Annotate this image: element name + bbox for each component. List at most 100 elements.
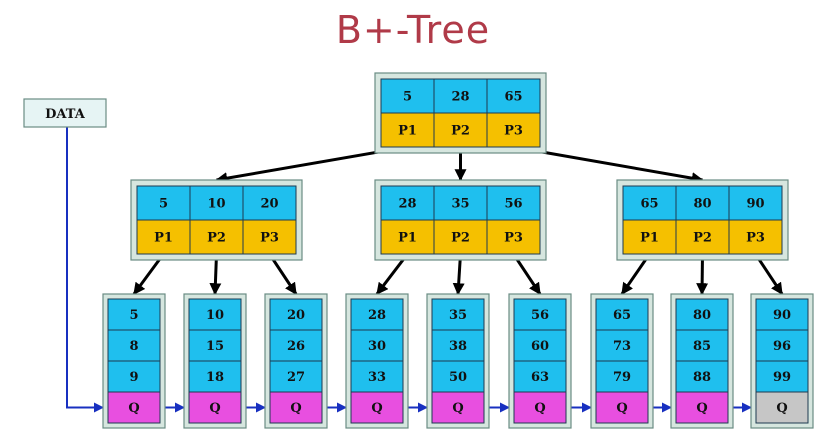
- page-title: B+-Tree: [335, 8, 491, 52]
- root-node-pointer-0-label: P1: [398, 124, 417, 139]
- internal-node-2-pointer-1-label: P2: [451, 231, 470, 246]
- leaf-node-3-key-2-label: 27: [287, 370, 305, 385]
- internal-node-3-key-1: 80: [675, 185, 730, 221]
- internal-node-2-key-0-label: 28: [398, 197, 416, 212]
- leaf-node-7-key-1-label: 73: [613, 339, 631, 354]
- internal-node-3-pointer-2-label: P3: [746, 231, 765, 246]
- internal-node-3-pointer-1-label: P2: [693, 231, 712, 246]
- leaf-node-6-key-2: 63: [513, 360, 567, 393]
- leaf-node-6-key-2-label: 63: [531, 370, 549, 385]
- root-node-pointer-2: P3: [486, 112, 541, 148]
- leaf-node-9-pointer: Q: [755, 391, 809, 424]
- leaf-node-5-key-1: 38: [431, 329, 485, 362]
- internal-node-1-pointer-0-label: P1: [154, 231, 173, 246]
- internal-node-1-pointer-2-label: P3: [260, 231, 279, 246]
- leaf-node-7-pointer-label: Q: [616, 401, 627, 416]
- leaf-node-2-pointer: Q: [188, 391, 242, 424]
- leaf-node-9-key-0: 90: [755, 298, 809, 331]
- leaf-node-3-key-0-label: 20: [287, 308, 305, 323]
- leaf-node-2-key-0-label: 10: [206, 308, 224, 323]
- leaf-node-6-pointer-label: Q: [534, 401, 545, 416]
- leaf-node-9-key-0-label: 90: [773, 308, 791, 323]
- internal-node-1-pointer-2: P3: [242, 219, 297, 255]
- leaf-node-2-pointer-label: Q: [209, 401, 220, 416]
- leaf-node-4-key-0-label: 28: [368, 308, 386, 323]
- edge-internal-to-leaf-2: [209, 253, 222, 296]
- internal-node-2-key-1-label: 35: [451, 197, 469, 212]
- leaf-node-8-pointer-label: Q: [696, 401, 707, 416]
- leaf-node-1-key-2-label: 9: [129, 370, 138, 385]
- edge-internal-to-leaf-6: [512, 253, 542, 296]
- root-node-pointer-0: P1: [380, 112, 435, 148]
- leaf-node-8-key-2: 88: [675, 360, 729, 393]
- edge-internal-to-leaf-3: [268, 253, 298, 296]
- root-node-key-2: 65: [486, 78, 541, 114]
- internal-node-1-key-0: 5: [136, 185, 191, 221]
- leaf-node-3-key-0: 20: [269, 298, 323, 331]
- internal-node-3-key-2-label: 90: [746, 197, 764, 212]
- internal-node-3-pointer-2: P3: [728, 219, 783, 255]
- internal-node-3-key-1-label: 80: [693, 197, 711, 212]
- leaf-node-5-pointer: Q: [431, 391, 485, 424]
- leaf-node-4: 28 30 33Q: [345, 293, 409, 429]
- internal-node-2-key-0: 28: [380, 185, 435, 221]
- root-node-pointer-1: P2: [433, 112, 488, 148]
- root-node-key-0: 5: [380, 78, 435, 114]
- root-node-key-2-label: 65: [504, 90, 522, 105]
- leaf-node-1-key-2: 9: [107, 360, 161, 393]
- leaf-node-9-pointer-label: Q: [776, 401, 787, 416]
- edge-internal-to-leaf-7: [620, 253, 651, 295]
- internal-node-3-key-0: 65: [622, 185, 677, 221]
- internal-node-1-key-1-label: 10: [207, 197, 225, 212]
- leaf-node-1-key-0-label: 5: [129, 308, 138, 323]
- leaf-node-8-key-0-label: 80: [693, 308, 711, 323]
- leaf-node-6-key-1-label: 60: [531, 339, 549, 354]
- leaf-node-4-key-2: 33: [350, 360, 404, 393]
- root-node-key-1: 28: [433, 78, 488, 114]
- internal-node-1-pointer-1: P2: [189, 219, 244, 255]
- leaf-node-8-key-1: 85: [675, 329, 729, 362]
- leaf-node-2-key-2-label: 18: [206, 370, 224, 385]
- leaf-node-9-key-1: 96: [755, 329, 809, 362]
- leaf-node-5-key-0: 35: [431, 298, 485, 331]
- leaf-node-6-pointer: Q: [513, 391, 567, 424]
- leaf-node-4-key-1: 30: [350, 329, 404, 362]
- leaf-node-4-key-2-label: 33: [368, 370, 386, 385]
- edge-internal-to-leaf-5: [452, 253, 465, 296]
- edge-internal-to-leaf-1: [132, 253, 165, 295]
- leaf-links: [66, 127, 752, 413]
- leaf-node-4-key-1-label: 30: [368, 339, 386, 354]
- leaf-node-5-key-1-label: 38: [449, 339, 467, 354]
- leaf-node-5-key-0-label: 35: [449, 308, 467, 323]
- internal-node-2-pointer-2-label: P3: [504, 231, 523, 246]
- leaf-node-7-key-0: 65: [595, 298, 649, 331]
- leaf-node-6-key-0: 56: [513, 298, 567, 331]
- data-box: [23, 98, 107, 128]
- data-entry-link: [66, 127, 104, 413]
- leaf-node-1-key-1: 8: [107, 329, 161, 362]
- leaf-node-7-pointer: Q: [595, 391, 649, 424]
- internal-node-2-pointer-0-label: P1: [398, 231, 417, 246]
- leaf-node-9-key-1-label: 96: [773, 339, 791, 354]
- leaf-node-4-pointer: Q: [350, 391, 404, 424]
- leaf-node-8-key-1-label: 85: [693, 339, 711, 354]
- leaf-node-1-key-1-label: 8: [129, 339, 138, 354]
- internal-node-2-pointer-2: P3: [486, 219, 541, 255]
- leaf-node-2-key-1: 15: [188, 329, 242, 362]
- leaf-node-7-key-0-label: 65: [613, 308, 631, 323]
- internal-node-2-key-1: 35: [433, 185, 488, 221]
- internal-node-3-key-0-label: 65: [640, 197, 658, 212]
- leaf-node-8-key-2-label: 88: [693, 370, 711, 385]
- leaf-node-2-key-2: 18: [188, 360, 242, 393]
- leaf-node-3-pointer: Q: [269, 391, 323, 424]
- leaf-node-5-key-2-label: 50: [449, 370, 467, 385]
